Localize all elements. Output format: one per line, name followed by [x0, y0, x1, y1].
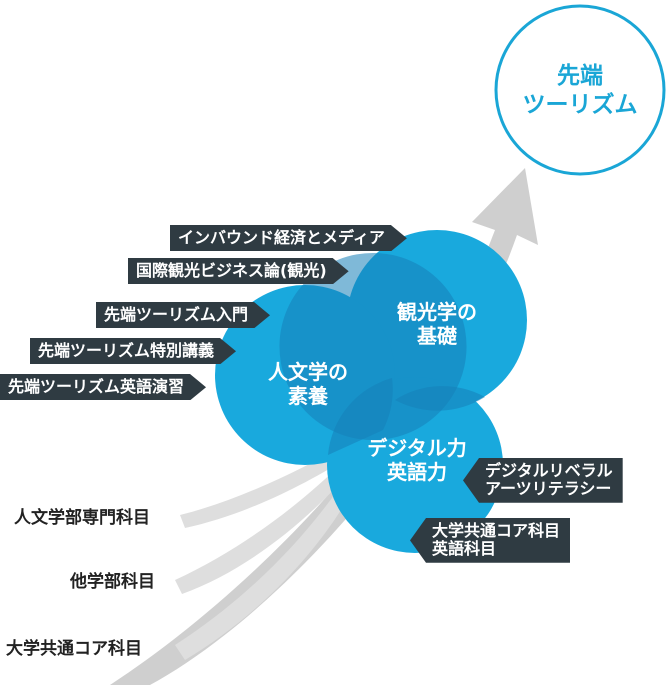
course-tag-core-english: 大学共通コア科目 英語科目 [410, 518, 571, 563]
digital-circle-line1: デジタル力 [367, 436, 467, 460]
overlap-humanities-digital [328, 378, 393, 455]
source-humanities-dept: 人文学部専門科目 [14, 508, 150, 528]
goal-label-line2: ツーリズム [522, 91, 638, 118]
course-tag-digital-liberal-arts: デジタルリベラル アーツリテラシー [463, 458, 623, 503]
tourism-circle-line2: 基礎 [417, 324, 457, 348]
goal-label-line1: 先端 [557, 63, 603, 89]
course-tag-special-lecture: 先端ツーリズム特別講義 [30, 338, 236, 364]
digital-liberal-arts-line1: デジタルリベラル [485, 461, 613, 480]
humanities-circle-line2: 素養 [288, 384, 328, 408]
stream-core-subjects [175, 475, 357, 660]
overlap-tourism-digital [395, 386, 485, 411]
humanities-circle-line1: 人文学の [268, 360, 348, 384]
stream-humanities-dept [180, 445, 352, 528]
core-english-line2: 英語科目 [432, 539, 497, 559]
course-tag-inbound: インバウンド経済とメディア [170, 225, 407, 251]
digital-circle-label: デジタル力 英語力 [367, 436, 467, 484]
source-core-subjects: 大学共通コア科目 [6, 639, 142, 659]
digital-liberal-arts-line2: アーツリテラシー [485, 479, 612, 499]
stream-other-dept [175, 460, 352, 594]
humanities-circle-label: 人文学の 素養 [268, 360, 348, 408]
tourism-circle-line1: 観光学の [397, 300, 477, 324]
course-tag-intl-tourism: 国際観光ビジネス論(観光) [128, 258, 349, 284]
core-english-line1: 大学共通コア科目 [432, 521, 561, 540]
goal-label: 先端 ツーリズム [523, 62, 638, 120]
goal-circle [494, 4, 666, 176]
growth-arrow [110, 168, 538, 685]
tourism-circle-label: 観光学の 基礎 [397, 300, 477, 348]
course-tag-intro: 先端ツーリズム入門 [96, 302, 270, 328]
source-other-dept: 他学部科目 [70, 572, 155, 592]
course-tag-english-seminar: 先端ツーリズム英語演習 [0, 374, 206, 400]
digital-circle-line2: 英語力 [386, 460, 447, 484]
